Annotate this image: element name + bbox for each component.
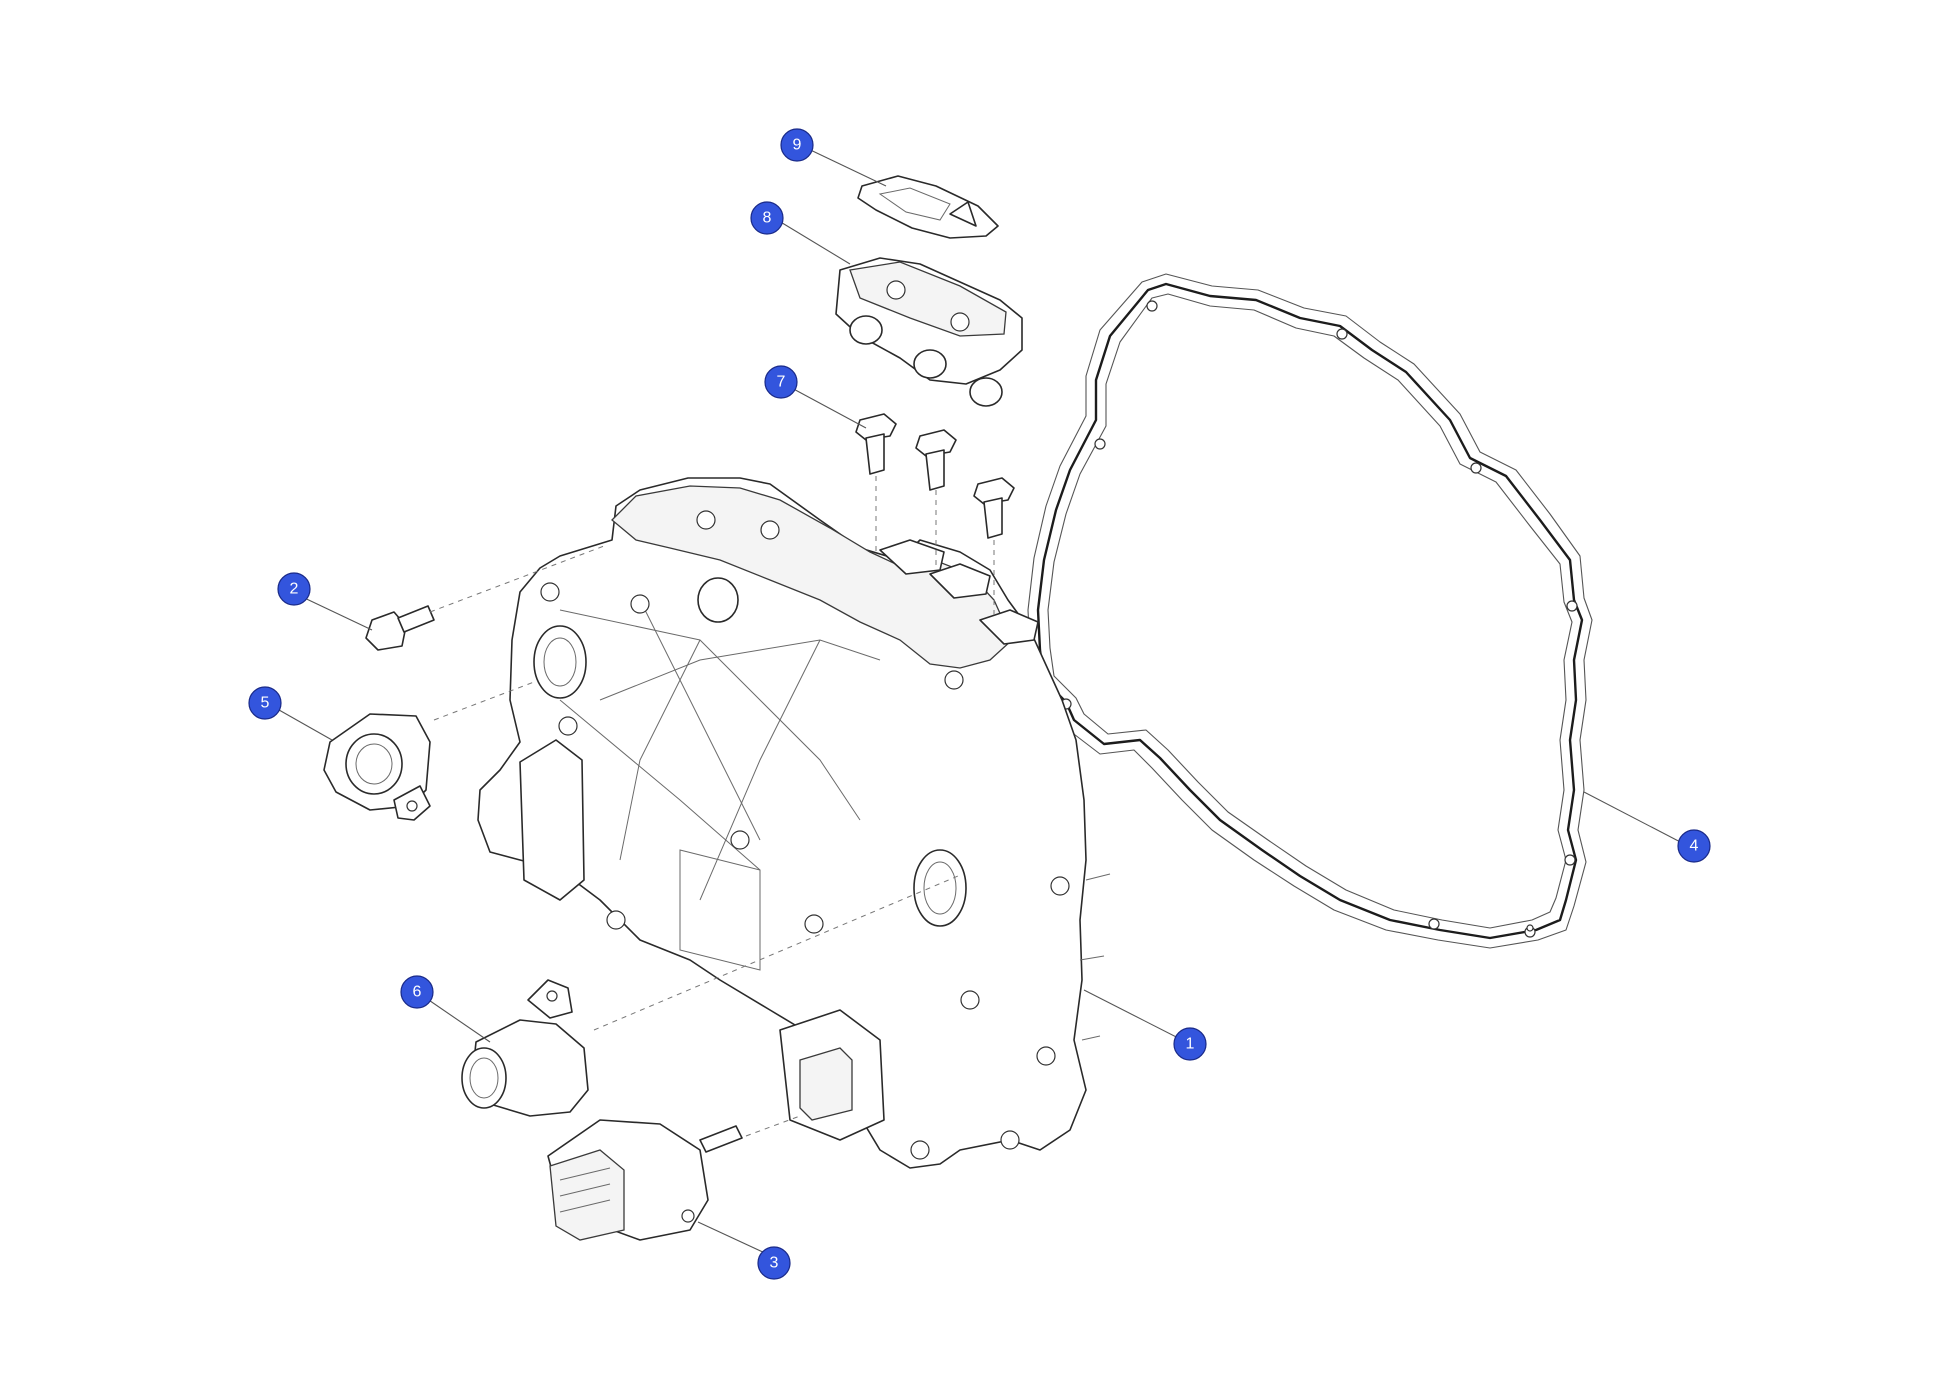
gasket-part[interactable] xyxy=(1027,273,1593,949)
warning-label-part[interactable] xyxy=(857,175,999,239)
callout-5[interactable]: 5 xyxy=(248,686,282,720)
svg-text:5: 5 xyxy=(261,695,270,712)
callout-3[interactable]: 3 xyxy=(757,1246,791,1280)
svg-text:8: 8 xyxy=(763,210,772,227)
connector-part[interactable] xyxy=(547,1119,743,1241)
assembly-lines xyxy=(429,476,995,1137)
top-bolts-part[interactable] xyxy=(855,413,1015,539)
svg-text:1: 1 xyxy=(1186,1036,1195,1053)
svg-text:9: 9 xyxy=(793,137,802,154)
manifold-part[interactable] xyxy=(835,257,1023,407)
callout-1[interactable]: 1 xyxy=(1173,1027,1207,1061)
svg-text:7: 7 xyxy=(777,374,786,391)
svg-text:2: 2 xyxy=(290,581,299,598)
callout-2[interactable]: 2 xyxy=(277,572,311,606)
callout-6[interactable]: 6 xyxy=(400,975,434,1009)
svg-text:4: 4 xyxy=(1690,838,1699,855)
callout-8[interactable]: 8 xyxy=(750,201,784,235)
svg-text:6: 6 xyxy=(413,984,422,1001)
plug-fitting-part[interactable] xyxy=(461,979,589,1117)
housing-part[interactable] xyxy=(477,477,1111,1169)
callout-4[interactable]: 4 xyxy=(1677,829,1711,863)
callout-9[interactable]: 9 xyxy=(780,128,814,162)
svg-text:3: 3 xyxy=(770,1255,779,1272)
side-bolt-part[interactable] xyxy=(365,605,435,651)
leader-lines xyxy=(271,144,1689,1261)
port-fitting-part[interactable] xyxy=(323,713,431,821)
callout-7[interactable]: 7 xyxy=(764,365,798,399)
